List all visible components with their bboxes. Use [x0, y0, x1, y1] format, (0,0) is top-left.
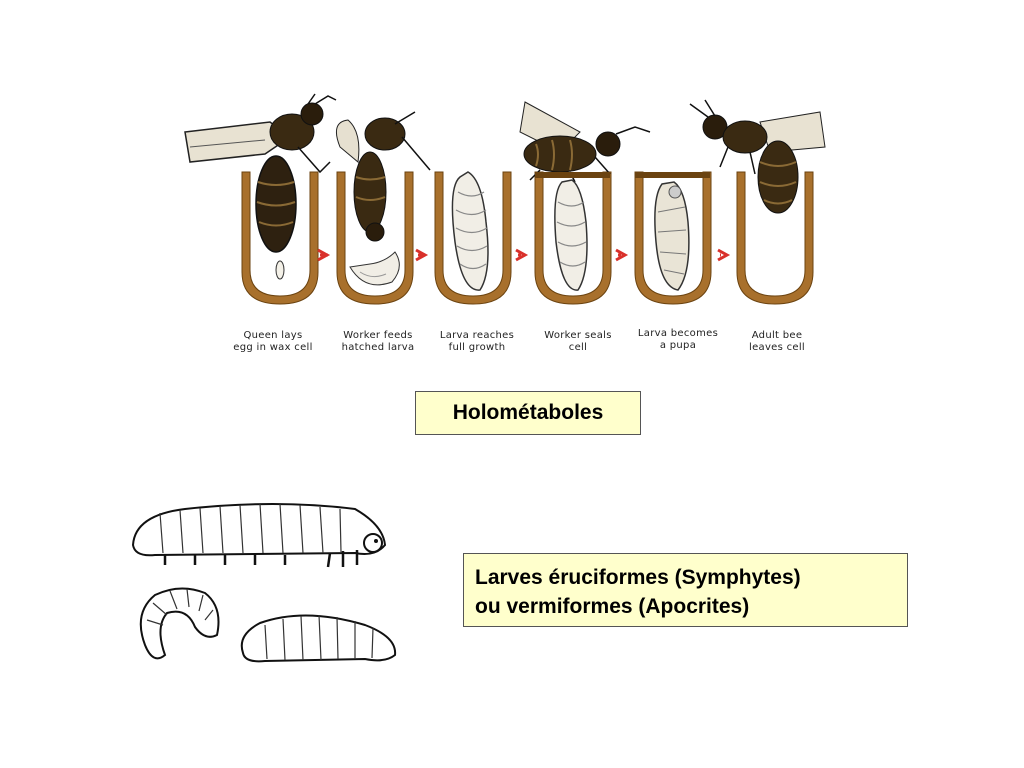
wax-cell-2 — [336, 171, 414, 305]
wax-cells — [241, 171, 814, 305]
stage-caption-2: Worker feeds hatched larva — [341, 330, 415, 353]
bee-lifecycle-illustration — [184, 93, 826, 305]
pupa-figure — [635, 172, 710, 291]
worker-feeding-figure — [335, 111, 431, 286]
arrow-right-icon — [515, 248, 529, 262]
larvae-label-line-2: ou vermiformes (Apocrites) — [475, 595, 750, 618]
larvae-types-label: Larves éruciformes (Symphytes) ou vermif… — [463, 553, 908, 627]
adult-bee-figure — [689, 99, 826, 214]
holometaboles-label: Holométaboles — [415, 391, 641, 435]
straight-larva-figure — [240, 614, 397, 663]
larvae-illustration — [131, 503, 397, 663]
wax-cell-3 — [434, 171, 512, 305]
arrow-right-icon — [415, 248, 429, 262]
stage-caption-5: Larva becomes a pupa — [637, 328, 719, 351]
stage-caption-6: Adult bee leaves cell — [748, 330, 806, 353]
grown-larva-figure — [451, 171, 489, 291]
stage-caption-3: Larva reaches full growth — [439, 330, 515, 353]
curled-larva-figure — [139, 587, 220, 660]
arrow-right-icon — [717, 248, 731, 262]
queen-bee-figure — [184, 93, 337, 280]
stage-caption-4: Worker seals cell — [544, 330, 612, 353]
wax-cell-6 — [736, 171, 814, 305]
arrow-right-icon — [317, 248, 331, 262]
worker-sealing-figure — [519, 101, 651, 291]
arrow-right-icon — [615, 248, 629, 262]
eruciform-larva-figure — [131, 503, 387, 568]
larvae-label-line-1: Larves éruciformes (Symphytes) — [475, 566, 801, 589]
wax-cell-1 — [241, 171, 319, 305]
stage-arrows — [317, 248, 731, 262]
stage-caption-1: Queen lays egg in wax cell — [233, 330, 313, 353]
